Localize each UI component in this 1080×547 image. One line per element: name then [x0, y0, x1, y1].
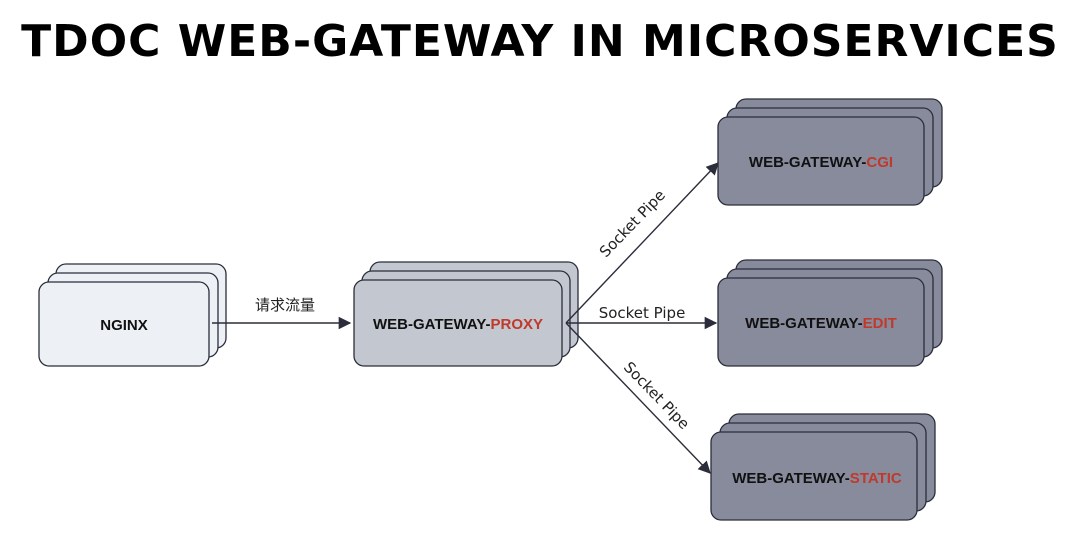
static-label: WEB-GATEWAY-STATIC — [732, 470, 902, 487]
edit-label: WEB-GATEWAY-EDIT — [745, 315, 897, 332]
static-node: WEB-GATEWAY-STATIC — [710, 413, 936, 521]
nginx-node: NGINX — [38, 263, 227, 367]
proxy-label: WEB-GATEWAY-PROXY — [373, 316, 543, 333]
edge-label-socket-pipe-cgi: Socket Pipe — [596, 186, 669, 261]
proxy-node: WEB-GATEWAY-PROXY — [353, 261, 579, 367]
arrow-proxy-cgi — [565, 162, 719, 324]
page-title: TDOC WEB-GATEWAY IN MICROSERVICES — [21, 16, 1059, 67]
edge-label-request-traffic: 请求流量 — [255, 296, 315, 314]
cgi-label: WEB-GATEWAY-CGI — [749, 154, 893, 171]
edit-node: WEB-GATEWAY-EDIT — [717, 259, 943, 367]
cgi-node: WEB-GATEWAY-CGI — [717, 98, 943, 206]
edge-label-socket-pipe-edit: Socket Pipe — [599, 304, 686, 322]
edge-label-socket-pipe-static: Socket Pipe — [620, 358, 693, 433]
arrow-proxy-static — [565, 322, 711, 474]
nginx-label: NGINX — [100, 317, 148, 334]
